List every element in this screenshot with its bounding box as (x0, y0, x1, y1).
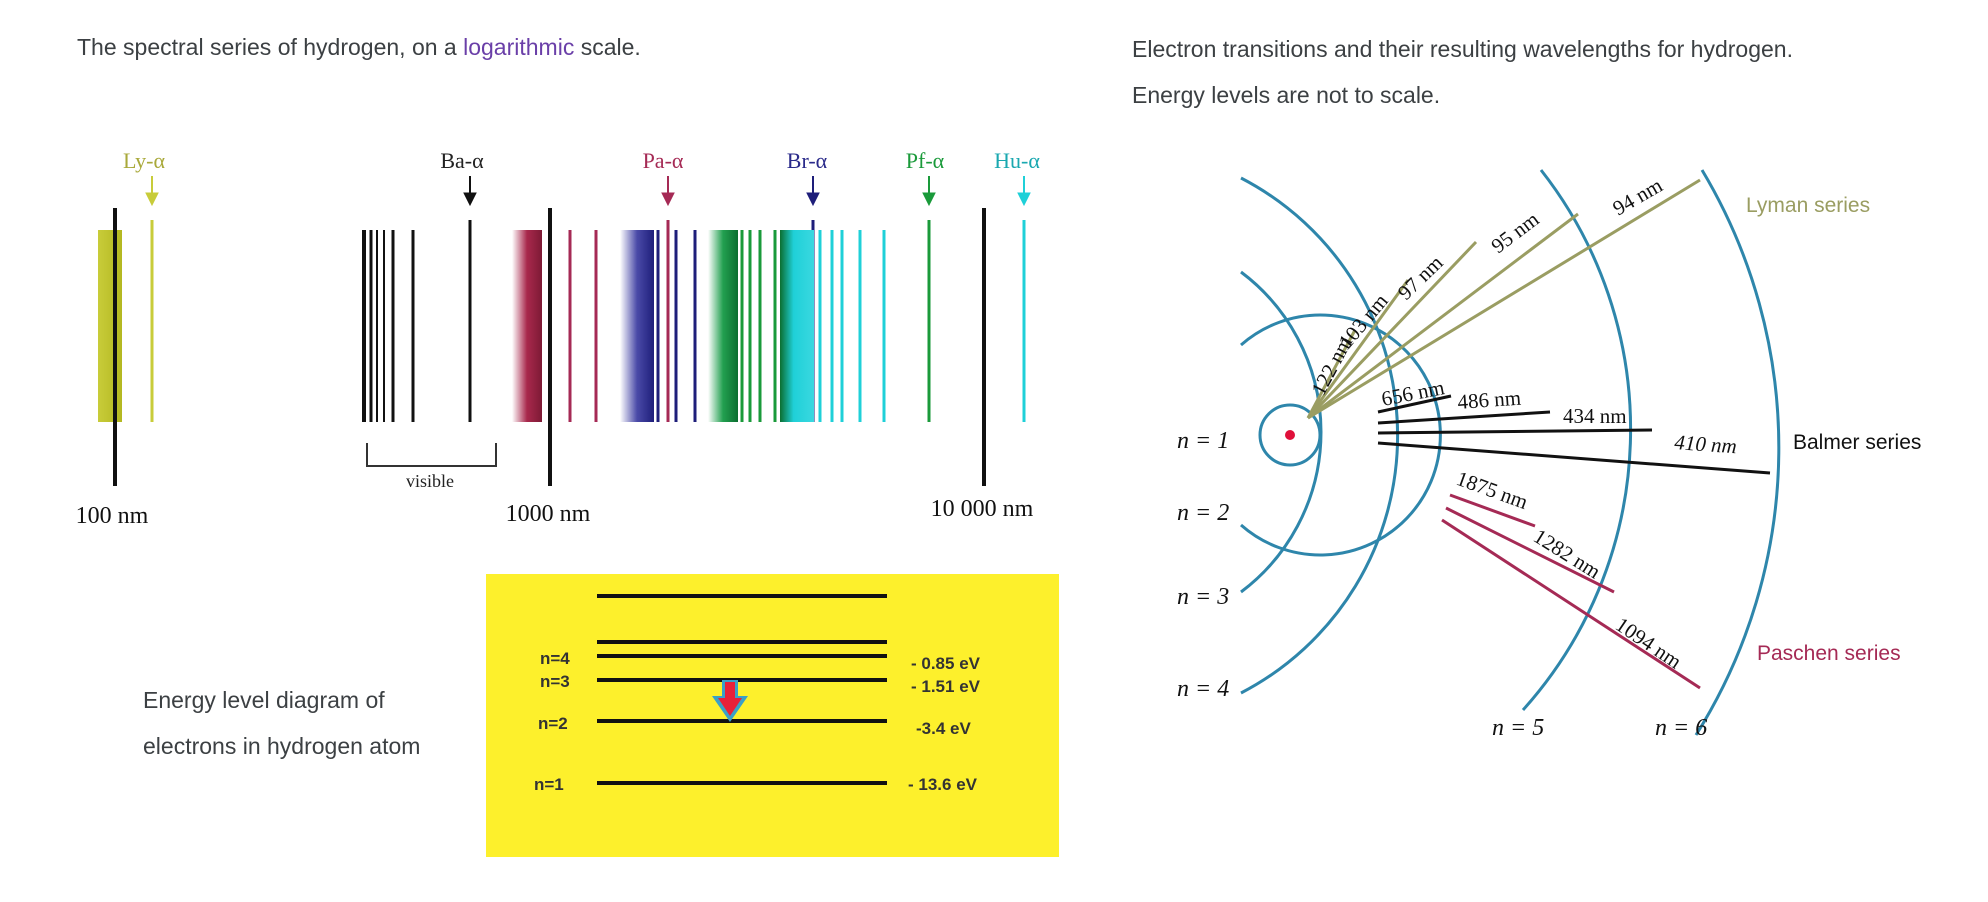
hu-alpha-label: Hu-α (994, 148, 1040, 173)
spectrum-caption: The spectral series of hydrogen, on a lo… (77, 24, 641, 70)
electron-transitions-diagram: 122 nm 103 nm 97 nm 95 nm 94 nm 656 nm 4… (1177, 169, 1921, 741)
level-n4: n=4 (540, 649, 570, 668)
energy-caption-line1: Energy level diagram of (143, 687, 385, 713)
ba-alpha-arrow (463, 176, 477, 207)
transitions-caption: Electron transitions and their resulting… (1132, 26, 1793, 118)
label-n6: n = 6 (1655, 715, 1707, 741)
energy-level-lines (597, 594, 887, 785)
orbit-n6 (1694, 169, 1781, 736)
transition-arrow-icon (712, 680, 748, 722)
ly-alpha-label: Ly-α (123, 148, 166, 173)
energy-caption: Energy level diagram of electrons in hyd… (143, 677, 420, 769)
level-n3: n=3 (540, 672, 570, 691)
axis-label-10000nm: 10 000 nm (931, 496, 1034, 522)
label-n5: n = 5 (1492, 715, 1544, 741)
scale-ticks (113, 208, 986, 486)
paschen-1875nm-label: 1875 nm (1453, 466, 1531, 514)
lyman-97nm-label: 97 nm (1393, 250, 1448, 304)
transitions-caption-line1: Electron transitions and their resulting… (1132, 36, 1793, 62)
energy-value-n2: -3.4 eV (916, 719, 971, 738)
pa-alpha-arrow (661, 176, 675, 207)
orbit-n2 (1240, 313, 1442, 557)
spectrum-caption-prefix: The spectral series of hydrogen, on a (77, 34, 464, 60)
lyman-95nm-label: 95 nm (1487, 207, 1544, 258)
label-n4: n = 4 (1177, 676, 1229, 702)
orbit-n3 (1240, 270, 1323, 594)
transitions-caption-line2: Energy levels are not to scale. (1132, 82, 1441, 108)
logarithmic-link[interactable]: logarithmic (463, 34, 575, 60)
energy-value-n3: - 1.51 eV (911, 677, 981, 696)
br-alpha-label: Br-α (787, 148, 828, 173)
orbit-n5 (1521, 169, 1633, 712)
br-alpha-arrow (806, 176, 820, 207)
paschen-series-label: Paschen series (1757, 642, 1901, 665)
lyman-lines (98, 220, 154, 422)
axis-label-1000nm: 1000 nm (506, 501, 591, 527)
label-n1: n = 1 (1177, 428, 1229, 454)
paschen-1094nm-label: 1094 nm (1611, 612, 1686, 673)
level-n1: n=1 (534, 775, 564, 794)
balmer-410nm-label: 410 nm (1674, 430, 1738, 458)
visible-bracket (366, 443, 497, 467)
balmer-transitions (1377, 394, 1771, 475)
balmer-486nm-label: 486 nm (1457, 386, 1522, 414)
ba-alpha-label: Ba-α (440, 148, 484, 173)
pfund-lines (708, 220, 931, 422)
pa-alpha-label: Pa-α (643, 148, 684, 173)
pf-alpha-arrow (922, 176, 936, 207)
balmer-434nm-label: 434 nm (1563, 404, 1627, 428)
energy-caption-line2: electrons in hydrogen atom (143, 733, 421, 759)
level-n2: n=2 (538, 714, 568, 733)
spectrum-caption-suffix: scale. (574, 34, 641, 60)
energy-value-n4: - 0.85 eV (911, 654, 981, 673)
energy-level-diagram: n=4 n=3 n=2 n=1 - 0.85 eV - 1.51 eV -3.4… (486, 574, 1059, 857)
paschen-lines (512, 220, 670, 422)
label-n2: n = 2 (1177, 500, 1229, 526)
nucleus (1285, 430, 1295, 440)
balmer-series-label: Balmer series (1793, 431, 1921, 454)
visible-label: visible (406, 471, 454, 491)
energy-value-n1: - 13.6 eV (908, 775, 978, 794)
paschen-transitions (1441, 493, 1701, 690)
orbit-n4 (1240, 176, 1400, 695)
hydrogen-spectrum-figure: Ly-α Ba-α Pa-α Br-α Pf-α Hu-α (76, 148, 1041, 529)
hu-alpha-arrow (1017, 176, 1031, 207)
label-n3: n = 3 (1177, 584, 1229, 610)
energy-diagram-background (486, 574, 1059, 857)
ly-alpha-arrow (145, 176, 159, 207)
lyman-series-label: Lyman series (1746, 194, 1870, 217)
balmer-lines (362, 220, 472, 422)
pf-alpha-label: Pf-α (906, 148, 945, 173)
brackett-lines (620, 220, 815, 422)
lyman-94nm-label: 94 nm (1609, 173, 1667, 220)
lyman-transitions (1306, 178, 1701, 420)
orbits (1240, 169, 1781, 736)
humphreys-lines (780, 220, 1026, 422)
axis-label-100nm: 100 nm (76, 503, 149, 529)
